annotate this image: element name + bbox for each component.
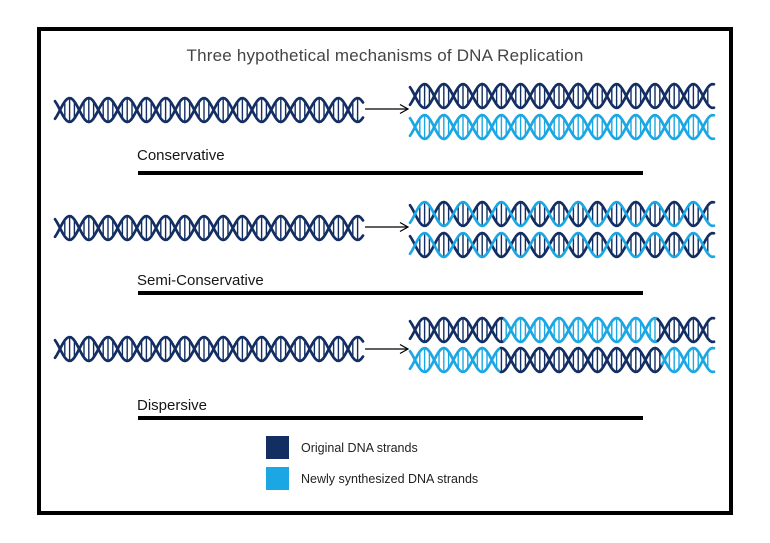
semi-conservative-product-helix-2 [408,231,716,259]
semi-conservative-source-helix [53,214,365,242]
label-semi-conservative: Semi-Conservative [137,272,264,289]
new-strand-swatch [266,467,289,490]
dispersive-product-helix-2 [408,346,716,374]
conservative-product-helix-2 [408,113,716,141]
dispersive-arrow [365,343,410,355]
diagram-title: Three hypothetical mechanisms of DNA Rep… [186,46,584,65]
legend-label-original: Original DNA strands [301,440,418,455]
legend-item-new: Newly synthesized DNA strands [266,467,478,490]
legend-item-original: Original DNA strands [266,436,418,459]
dispersive-underline [138,416,643,420]
conservative-arrow [365,103,410,115]
dispersive-product-helix-1 [408,316,716,344]
label-dispersive: Dispersive [137,397,208,414]
conservative-underline [138,171,643,175]
label-conservative: Conservative [137,147,225,164]
dispersive-source-helix [53,335,365,363]
semi-conservative-product-helix-1 [408,200,716,228]
semi-conservative-underline [138,291,643,295]
semi-conservative-arrow [365,221,410,233]
original-strand-swatch [266,436,289,459]
conservative-product-helix-1 [408,82,716,110]
conservative-source-helix [53,96,365,124]
legend-label-new: Newly synthesized DNA strands [301,471,479,486]
